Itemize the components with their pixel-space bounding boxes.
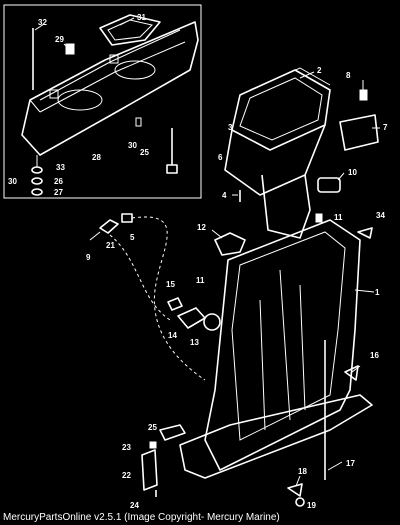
callout: 1 — [375, 288, 380, 297]
callout: 5 — [130, 233, 135, 242]
callout: 3 — [228, 123, 233, 132]
nut-bottom — [295, 497, 305, 507]
callout: 30 — [128, 141, 137, 150]
callout: 8 — [346, 71, 351, 80]
image-caption: MercuryPartsOnline v2.5.1 (Image Copyrig… — [3, 512, 280, 523]
mount-plate — [177, 307, 206, 329]
callout: 15 — [166, 280, 175, 289]
callout: 19 — [307, 501, 316, 510]
callout: 12 — [197, 223, 206, 232]
grommet — [214, 232, 246, 256]
callout: 13 — [190, 338, 199, 347]
callout: 10 — [348, 168, 357, 177]
callout: 25 — [148, 423, 157, 432]
adapter-plate — [21, 21, 199, 156]
shift-link — [89, 213, 206, 381]
dowel — [135, 117, 142, 127]
callout: 31 — [137, 13, 146, 22]
lockwasher — [31, 177, 43, 185]
exhaust-housing — [224, 69, 331, 239]
callout: 7 — [383, 123, 388, 132]
callout: 16 — [370, 351, 379, 360]
callout: 2 — [317, 66, 322, 75]
callout: 18 — [298, 467, 307, 476]
callout: 14 — [168, 331, 177, 340]
bolt — [166, 128, 178, 174]
inset-frame — [3, 4, 202, 199]
callout: 33 — [56, 163, 65, 172]
callout: 34 — [376, 211, 385, 220]
link — [159, 424, 186, 441]
seal — [317, 177, 341, 193]
callout: 30 — [8, 177, 17, 186]
callout: 24 — [130, 501, 139, 510]
callout: 9 — [86, 253, 91, 262]
pin — [344, 365, 359, 381]
callout-labels: 31 32 29 2 8 3 7 6 10 4 28 30 25 33 26 2… — [38, 13, 388, 510]
insert — [65, 43, 75, 55]
callout: 17 — [346, 459, 355, 468]
callout: 11 — [334, 213, 343, 222]
callout: 21 — [106, 241, 115, 250]
callout: 4 — [222, 191, 227, 200]
callout: 32 — [38, 18, 47, 27]
callout: 25 — [140, 148, 149, 157]
clamp — [287, 483, 303, 497]
screw-top — [315, 213, 323, 223]
callout: 28 — [92, 153, 101, 162]
callout: 23 — [122, 443, 131, 452]
nut — [31, 188, 43, 196]
washer — [31, 166, 43, 174]
cover-plate — [339, 114, 379, 151]
callout: 22 — [122, 471, 131, 480]
callout: 27 — [54, 188, 63, 197]
clip — [357, 227, 373, 239]
callout: 11 — [196, 276, 205, 285]
callout: 6 — [218, 153, 223, 162]
callout: 29 — [55, 35, 64, 44]
rubber-mount — [203, 313, 221, 331]
bracket — [141, 441, 158, 497]
driveshaft-housing — [179, 219, 373, 479]
exhaust-plate — [249, 67, 331, 91]
leader-lines — [34, 17, 380, 487]
bushing — [167, 297, 183, 311]
screw — [359, 89, 368, 101]
callout: 26 — [54, 177, 63, 186]
